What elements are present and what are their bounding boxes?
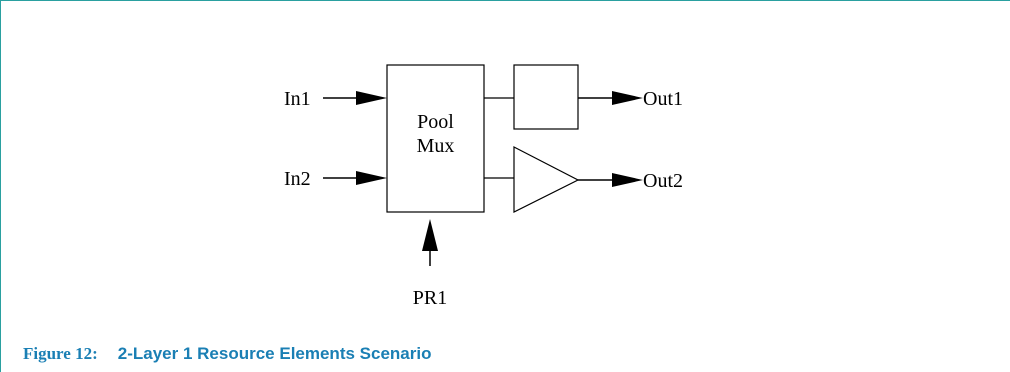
out2-arrowhead (612, 173, 643, 187)
label-in1: In1 (284, 88, 311, 110)
mux-label-mux: Mux (417, 135, 455, 157)
label-pr1: PR1 (413, 287, 447, 309)
label-out2: Out2 (643, 170, 683, 192)
label-out1: Out1 (643, 88, 683, 110)
figure-caption: Figure 12: 2-Layer 1 Resource Elements Sc… (23, 344, 431, 364)
caption-number: Figure 12: (23, 344, 98, 363)
out1-arrowhead (612, 91, 643, 105)
caption-title: 2-Layer 1 Resource Elements Scenario (117, 344, 432, 363)
resource-element-box (513, 64, 579, 130)
amplifier-triangle (513, 146, 580, 213)
label-in2: In2 (284, 168, 311, 190)
pool-mux-box (386, 64, 485, 213)
mux-label-pool: Pool (417, 111, 454, 133)
in2-arrowhead (356, 171, 387, 185)
pr1-arrowhead (422, 219, 438, 251)
in1-arrowhead (356, 91, 387, 105)
